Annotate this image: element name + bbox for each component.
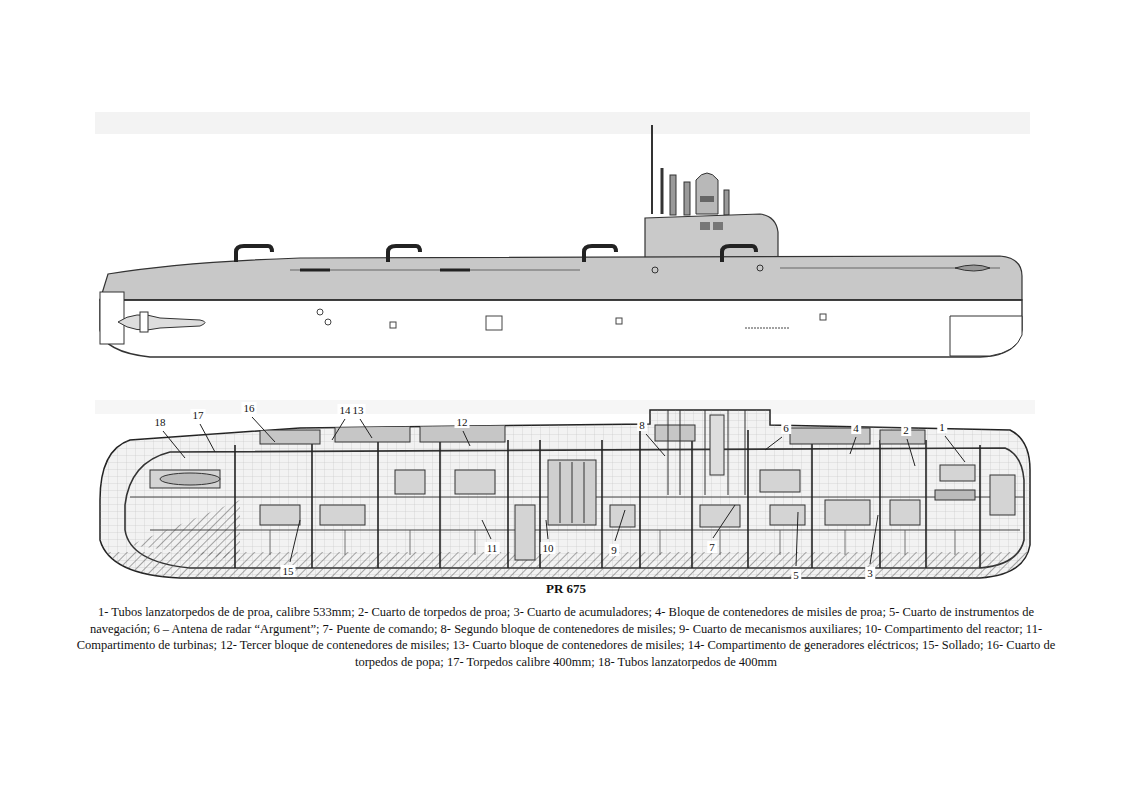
- callout-number: 13: [351, 404, 366, 416]
- callout-number: 9: [609, 544, 619, 556]
- cutaway-view: [100, 405, 1035, 585]
- callout-number: 12: [455, 416, 470, 428]
- callout-number: 1: [937, 421, 947, 433]
- callout-number: 18: [153, 416, 168, 428]
- callout-number: 4: [851, 422, 861, 434]
- diagram-title: PR 675: [466, 581, 666, 597]
- callout-number: 17: [191, 409, 206, 421]
- callout-number: 7: [707, 541, 717, 553]
- callout-number: 11: [485, 542, 500, 554]
- legend-caption: 1- Tubos lanzatorpedos de de proa, calib…: [70, 604, 1062, 670]
- callout-number: 10: [541, 542, 556, 554]
- callout-number: 6: [781, 422, 791, 434]
- callout-number: 2: [901, 424, 911, 436]
- callout-number: 5: [791, 569, 801, 581]
- callout-number: 3: [865, 567, 875, 579]
- callout-number: 16: [242, 402, 257, 414]
- callout-number: 15: [281, 565, 296, 577]
- callout-number: 8: [637, 419, 647, 431]
- profile-view: [100, 125, 1022, 357]
